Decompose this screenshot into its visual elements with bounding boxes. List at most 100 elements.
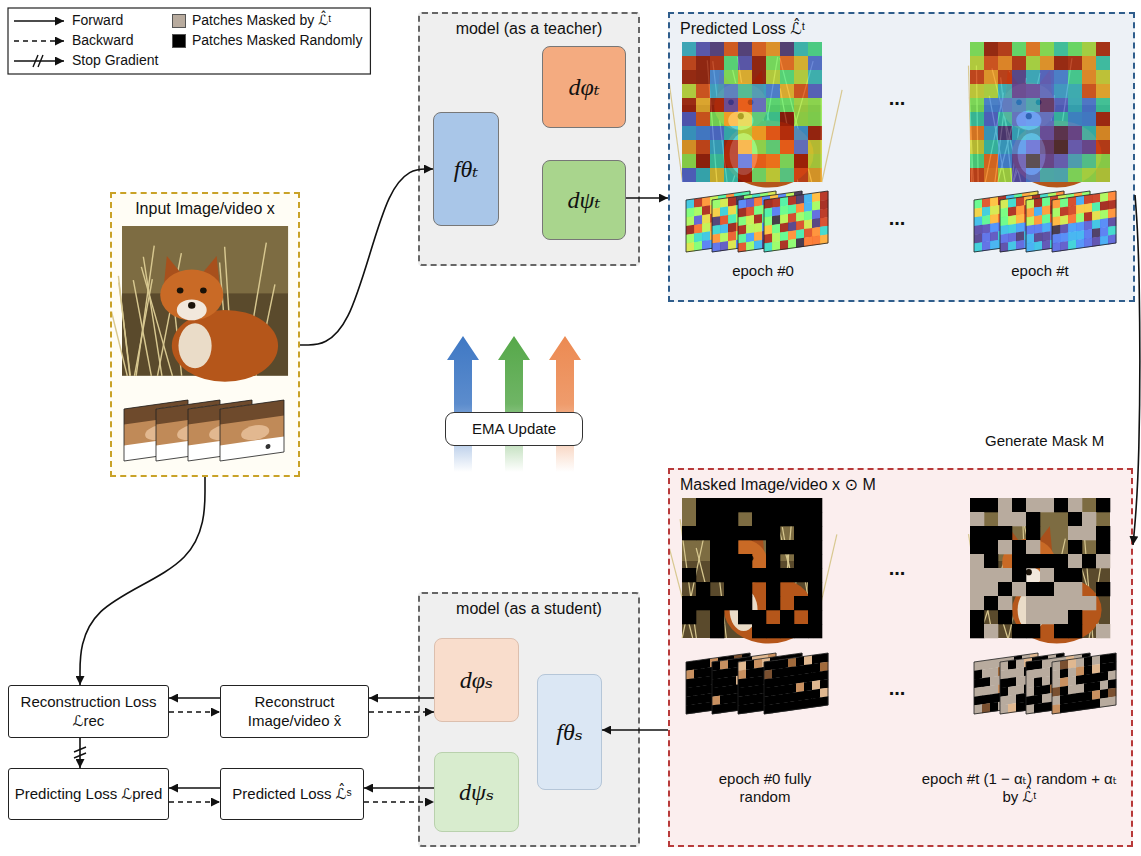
forward-arrow: [300, 169, 433, 345]
frame-cell: [1076, 692, 1084, 702]
heatmap-cell: [780, 56, 794, 70]
frame-cell: [1000, 208, 1008, 218]
frame-cell: [694, 694, 702, 704]
frame-cell: [788, 204, 796, 214]
legend-label: Patches Masked Randomly: [192, 32, 362, 49]
frame-cell: [1060, 198, 1068, 208]
encoder-box: fθₜ: [433, 112, 499, 226]
masked-patch-random: [738, 568, 752, 582]
frame-cell: [1092, 681, 1100, 691]
frame-cell: [746, 660, 754, 670]
frame-cell: [754, 676, 762, 686]
masked-patch-random: [752, 498, 766, 512]
heatmap-cell: [1096, 154, 1110, 168]
frame-cell: [1026, 670, 1034, 680]
frame-cell: [1034, 668, 1042, 678]
heatmap-cell: [696, 98, 710, 112]
illustration: [112, 194, 302, 479]
masked-patch-random: [696, 582, 710, 596]
frame-cell: [982, 660, 990, 670]
frame-cell: [1034, 198, 1042, 208]
video-frame: [764, 653, 828, 714]
frame-cell: [764, 696, 772, 706]
masked-patch-random: [1026, 624, 1040, 638]
heatmap-cell: [696, 84, 710, 98]
heatmap-cell: [724, 56, 738, 70]
heatmap-cell: [998, 154, 1012, 168]
masked-patch-guided: [1096, 624, 1110, 638]
frame-cell: [1016, 676, 1024, 686]
frame-cell: [796, 212, 804, 222]
fox-body: [1012, 120, 1102, 187]
frame-cell: [702, 693, 710, 703]
heatmap-cell: [794, 168, 808, 182]
frame-cell: [1100, 680, 1108, 690]
stop-gradient-slash: [74, 753, 86, 758]
ema-arrow: [447, 336, 479, 472]
frame-cell: [990, 676, 998, 686]
heatmap-cell: [696, 112, 710, 126]
frame-cell: [728, 205, 736, 215]
masked-patch-random: [794, 596, 808, 610]
frame-cell: [1034, 206, 1042, 216]
frame-cell: [780, 693, 788, 703]
masked-patch-random: [984, 498, 998, 512]
frame-cell: [1100, 192, 1108, 202]
video-frame: [1052, 191, 1116, 252]
frame-cell: [764, 678, 772, 688]
frame-cell: [1034, 224, 1042, 234]
frame-cell: [1042, 214, 1050, 224]
frame-cell: [788, 221, 796, 231]
masked-patch-guided: [998, 568, 1012, 582]
fox-eye: [177, 287, 184, 293]
heatmap-cell: [1096, 98, 1110, 112]
math-label: dψₛ: [455, 777, 498, 807]
backward-arrow: [169, 711, 220, 713]
masked-patch-random: [682, 526, 696, 540]
encoder-box: fθₛ: [537, 674, 602, 790]
frame-cell: [738, 208, 746, 218]
heatmap-cell: [766, 154, 780, 168]
frame-cell: [702, 223, 710, 233]
grass-blade: [680, 519, 696, 638]
heatmap-cell: [1096, 112, 1110, 126]
frame-cell: [982, 694, 990, 704]
frame-cell: [788, 692, 796, 702]
heatmap-cell: [1040, 70, 1054, 84]
masked-patch-guided: [1026, 540, 1040, 554]
frame-cell: [1108, 226, 1116, 236]
masked-patch-guided: [984, 624, 998, 638]
heatmap-cell: [1096, 126, 1110, 140]
frame-cell: [720, 198, 728, 208]
frame-cell: [1008, 660, 1016, 670]
frame-cell: [702, 667, 710, 677]
heatmap-cell: [682, 70, 696, 84]
frame-cell: [1026, 199, 1034, 209]
frame-cell: [1068, 685, 1076, 695]
frame-cell: [1042, 693, 1050, 703]
edge-label: Generate Mask M: [985, 432, 1104, 450]
input-video: [124, 400, 284, 461]
frame-cell: [702, 214, 710, 224]
heatmap-cell: [696, 42, 710, 56]
masked-patch-random: [794, 498, 808, 512]
frame-cell: [686, 225, 694, 235]
frame-cell: [686, 670, 694, 680]
heatmap-cell: [1012, 168, 1026, 182]
masked-patch-random: [766, 596, 780, 610]
masked-patch-guided: [1082, 512, 1096, 526]
masked-patch-random: [766, 554, 780, 568]
heatmap-cell: [998, 98, 1012, 112]
grass-blade: [1013, 73, 1040, 182]
frame-border: [974, 191, 1038, 252]
heatmap-cell: [766, 112, 780, 126]
video-frame: [738, 653, 802, 714]
legend-samples: [14, 21, 64, 67]
heatmap-cell: [984, 56, 998, 70]
frame-cell: [812, 218, 820, 228]
masked-patch-guided: [1068, 526, 1082, 540]
frame-cell: [754, 685, 762, 695]
masked-patch-guided: [1054, 596, 1068, 610]
frame-cell: [1016, 197, 1024, 207]
masked-patch-random: [1082, 554, 1096, 568]
